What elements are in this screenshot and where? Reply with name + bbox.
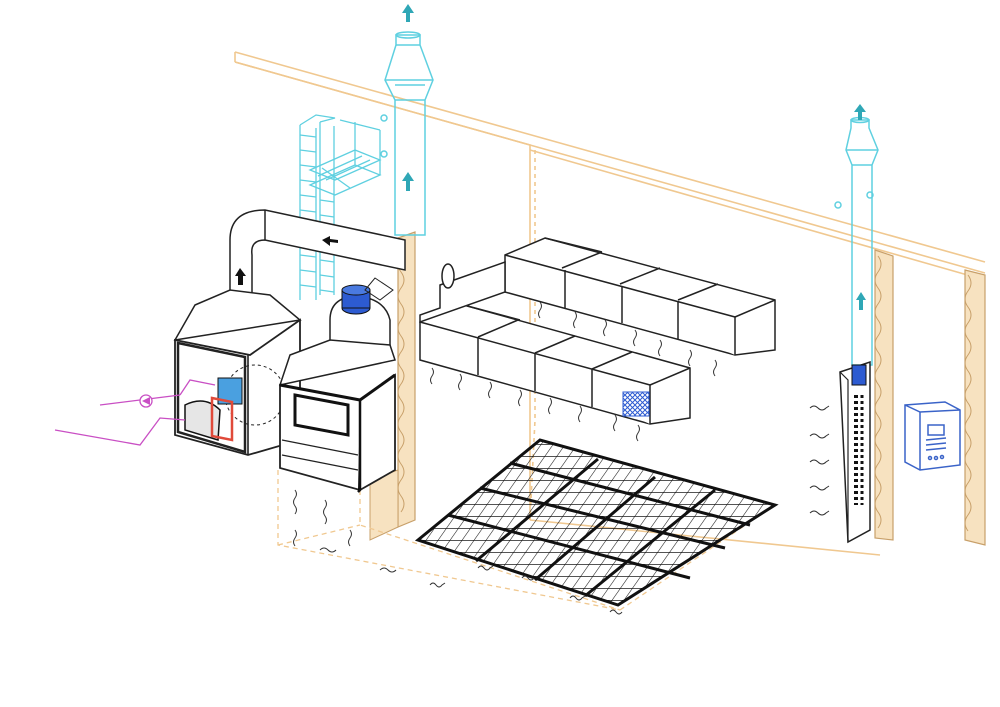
exhaust-arrow-icon-right (854, 104, 866, 310)
floor-grating (414, 438, 779, 607)
arrow-up-icon (235, 268, 246, 285)
exhaust-stack-right (834, 116, 879, 366)
exhaust-fan-unit (278, 277, 396, 493)
control-panel (904, 401, 961, 471)
pump-icon (139, 394, 153, 408)
downflow-arrows (430, 301, 717, 442)
floor-airflow-arrows (293, 489, 623, 615)
access-ladder (299, 114, 382, 300)
supply-duct (229, 209, 406, 301)
exhaust-stack-left (380, 31, 434, 236)
air-makeup-unit (173, 289, 302, 456)
exhaust-unit-right (839, 360, 871, 544)
ceiling-supply-plenums (419, 237, 776, 425)
left-wall-section (369, 231, 416, 541)
filter-mesh (622, 391, 650, 417)
exhaust-arrow-icon (402, 4, 414, 191)
wall-airflow-arrows (809, 405, 830, 516)
right-wall-section (874, 249, 986, 546)
arrow-right-icon (322, 236, 338, 246)
